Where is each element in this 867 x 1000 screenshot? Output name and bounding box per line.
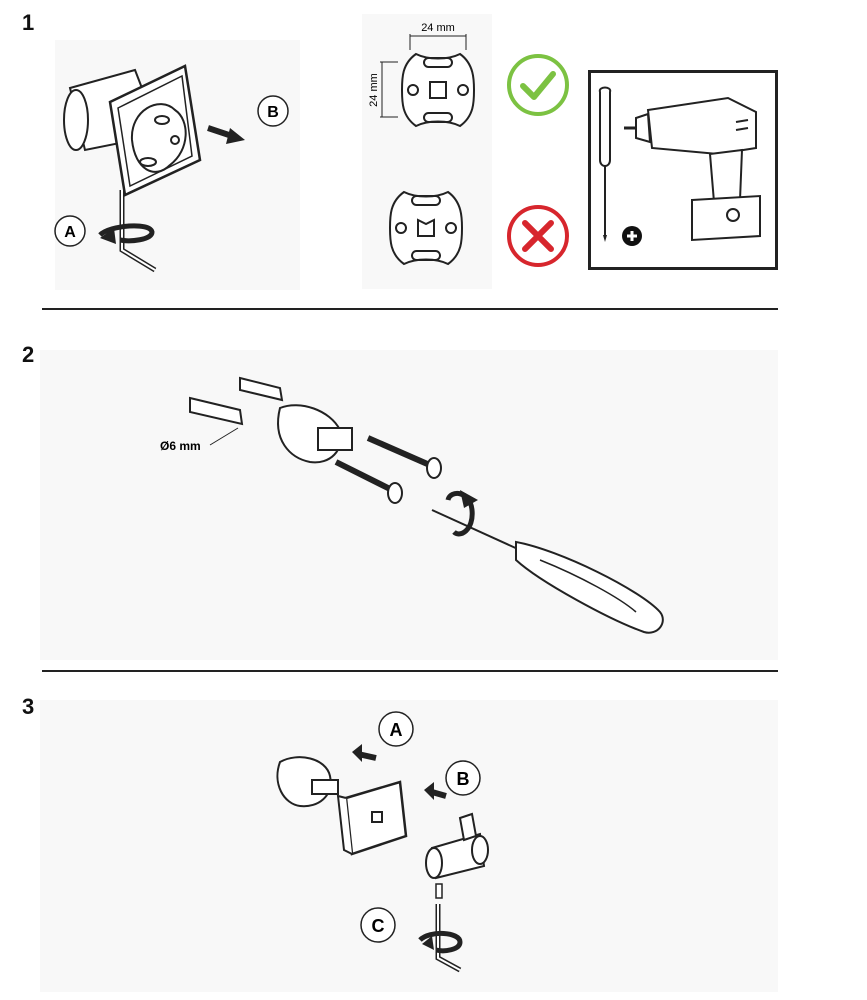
step-number-2: 2 — [22, 342, 35, 367]
plate-incorrect — [388, 190, 464, 266]
hex-key-icon — [435, 883, 462, 973]
arrow-icon — [352, 744, 447, 800]
divider-1 — [42, 308, 778, 310]
plate-correct — [400, 52, 476, 128]
step-number-1: 1 — [22, 10, 35, 35]
label-a-circle — [54, 215, 86, 247]
step3-cover-assembly-illustration: A B C — [40, 700, 778, 992]
label-b: B — [457, 769, 470, 789]
label-a: A — [390, 720, 403, 740]
step-number-3: 3 — [22, 694, 35, 719]
wall-plug-icon — [189, 376, 284, 426]
label-b-circle — [257, 95, 289, 127]
step1-plate-orientation: 24 mm 24 mm — [362, 14, 492, 289]
label-c: C — [372, 916, 385, 936]
check-mark-icon — [507, 54, 569, 116]
label-a: A — [64, 224, 76, 241]
rotation-arrow-icon — [418, 931, 463, 954]
step1-bracket-illustration: B A — [54, 40, 300, 290]
cross-mark-icon — [507, 205, 569, 267]
screwdriver-icon — [431, 509, 664, 634]
rotation-arrow-icon — [445, 491, 475, 537]
divider-2 — [42, 670, 778, 672]
screw-icon — [334, 435, 442, 504]
arrow-icon — [226, 128, 245, 144]
cordless-drill-icon — [624, 96, 761, 242]
tools-box — [588, 70, 778, 270]
plus-icon — [622, 226, 642, 246]
label-b: B — [267, 104, 279, 121]
dimension-height: 24 mm — [368, 73, 380, 107]
step2-wall-mount-illustration: Ø6 mm — [40, 350, 778, 660]
dimension-width: 24 mm — [421, 22, 455, 34]
screwdriver-icon — [598, 86, 612, 242]
diameter-label: Ø6 mm — [160, 439, 201, 453]
